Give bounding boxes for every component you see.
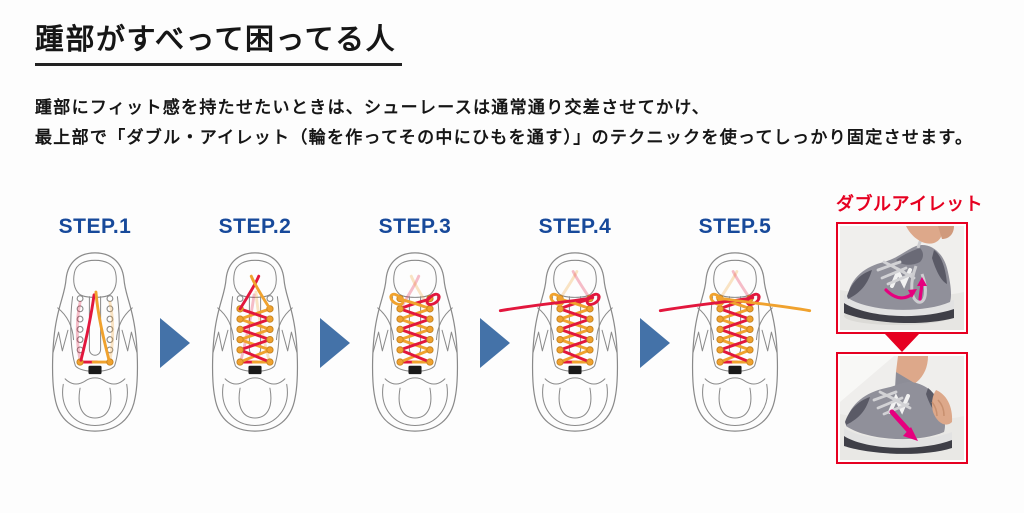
step-5: STEP.5 (658, 214, 812, 435)
intro-line-1: 踵部にフィット感を持たせたいときは、シューレースは通常通り交差させてかけ、 (35, 98, 711, 117)
down-arrow-icon (885, 334, 919, 352)
technique-panel: ダブルアイレット (836, 190, 984, 464)
photo-1-hand (906, 226, 954, 244)
photo-2-hand (931, 390, 953, 425)
step-4-shoe-diagram (498, 252, 619, 432)
step-3: STEP.3 (356, 214, 474, 435)
technique-photo-2 (836, 352, 968, 464)
technique-label: ダブルアイレット (836, 194, 984, 214)
step-3-label: STEP.3 (378, 215, 452, 238)
step-2-laces (236, 274, 274, 366)
step-3-laces (389, 274, 441, 366)
technique-photo-1 (836, 222, 968, 334)
step-1-laces (75, 290, 115, 366)
step-2-shoe-diagram (211, 252, 299, 432)
intro-line-2: 最上部で「ダブル・アイレット（輪を作ってその中にひもを通す）」のテクニックを使っ… (35, 128, 974, 147)
step-5-shoe-diagram (658, 252, 812, 432)
photo-1-sneaker (844, 227, 954, 324)
next-arrow-icon-3 (480, 318, 510, 368)
pink-down-arrow-icon (889, 409, 918, 441)
step-5-label: STEP.5 (698, 215, 772, 238)
step-5-laces (658, 270, 812, 366)
step-4-label: STEP.4 (538, 215, 612, 238)
step-1-label: STEP.1 (58, 215, 132, 238)
next-arrow-icon-4 (640, 318, 670, 368)
photo-2-illustration (840, 356, 964, 460)
steps-row: STEP.1 STEP.2 (36, 214, 812, 435)
next-arrow-icon-2 (320, 318, 350, 368)
photo-2-sneaker (844, 382, 952, 454)
step-1-shoe-diagram (51, 252, 139, 432)
step-2: STEP.2 (196, 214, 314, 435)
step-1: STEP.1 (36, 214, 154, 435)
intro-text: 踵部にフィット感を持たせたいときは、シューレースは通常通り交差させてかけ、 最上… (35, 93, 973, 153)
step-4: STEP.4 (498, 214, 634, 435)
step-2-label: STEP.2 (218, 215, 292, 238)
photo-1-illustration (840, 226, 964, 330)
next-arrow-icon-1 (160, 318, 190, 368)
pink-curved-arrow-icon (884, 277, 927, 301)
step-3-shoe-diagram (371, 252, 459, 432)
step-4-laces (498, 270, 601, 366)
page-title: 踵部がすべって困ってる人 (35, 16, 403, 66)
